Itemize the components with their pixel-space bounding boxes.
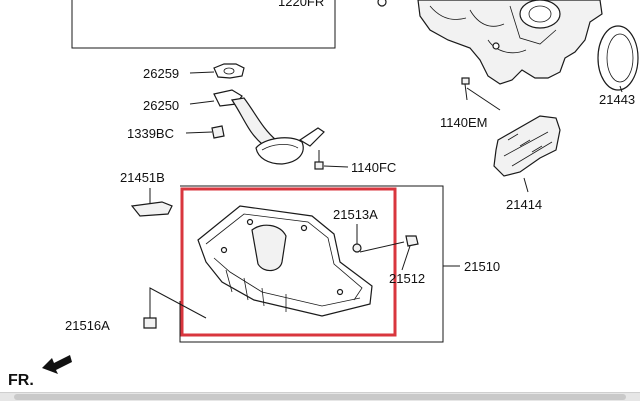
oil-pan-body [197, 205, 373, 317]
oil-pan-ribs [225, 269, 287, 312]
plug-21513a-shape [352, 243, 362, 253]
seal-inner [606, 33, 634, 83]
label-21510: 21510 [464, 259, 500, 274]
washer-21512-leader [401, 245, 411, 271]
gasket-26259: 26259 [143, 63, 245, 81]
seal-leader [619, 85, 623, 93]
washer-link-line [359, 241, 405, 253]
assembly-box-21510 [179, 185, 444, 343]
label-21443: 21443 [599, 92, 635, 107]
pan-hole-3 [300, 224, 308, 232]
label-1140em: 1140EM [440, 115, 487, 130]
bolt-1140em-head [461, 77, 470, 85]
bolt-1140fc-head [314, 161, 324, 170]
pan-hole-1 [220, 246, 228, 254]
engine-boss-inner [528, 5, 552, 23]
upper-box-outline [71, 0, 336, 49]
bolt-21516a-leader [149, 287, 207, 319]
baffle-ribs [503, 131, 553, 167]
engine-block-body [417, 0, 603, 85]
gasket-shape [213, 63, 245, 79]
bolt-1140fc: 1140FC [314, 150, 396, 175]
label-fr: FR. [8, 372, 34, 389]
label-21414: 21414 [506, 197, 542, 212]
baffle-body [493, 115, 561, 177]
gasket-hole [223, 67, 235, 75]
label-21516a: 21516A [65, 318, 110, 333]
scrollbar-thumb[interactable] [14, 394, 626, 400]
engine-hole [492, 42, 500, 50]
horizontal-scrollbar[interactable] [0, 392, 640, 401]
bolt-1339bc-head [211, 125, 225, 139]
engine-boss [519, 0, 561, 29]
bolt-1140em-shank [464, 83, 468, 101]
bolt-1140em-leader [466, 87, 501, 111]
label-1339bc: 1339BC [127, 126, 174, 141]
gasket-leader [189, 71, 215, 74]
bolt-1140fc-leader [323, 165, 349, 168]
pan-hole-4 [336, 288, 344, 296]
baffle-plate: 21414 [493, 115, 561, 212]
label-21513a: 21513A [333, 207, 378, 222]
bracket-21451b: 21451B [120, 170, 173, 217]
label-26250: 26250 [143, 98, 179, 113]
strainer-screen-detail [261, 144, 299, 151]
pan-hole-2 [246, 218, 254, 226]
strainer-pipe [230, 97, 278, 145]
bolt-21516a: 21516A [65, 287, 207, 333]
oil-strainer: 26250 [143, 89, 325, 165]
engine-block-ribs [429, 5, 557, 54]
label-21451b: 21451B [120, 170, 165, 185]
bolt-1140em: 1140EM [440, 77, 501, 130]
bolt-1339bc-leader [185, 131, 213, 134]
washer-21512-shape [405, 235, 419, 247]
strainer-leader [189, 100, 215, 105]
bolt-21516a-head [143, 317, 157, 329]
bolt-1339bc: 1339BC [127, 125, 225, 141]
label-26259: 26259 [143, 66, 179, 81]
strainer-bracket [298, 127, 325, 147]
seal-outer [597, 25, 639, 91]
oil-pan [197, 205, 373, 317]
upper-callout-box: 1220FR [71, 0, 336, 49]
label-1140fc: 1140FC [351, 160, 396, 175]
oil-pan-flange [205, 213, 363, 307]
front-arrow-icon [42, 355, 72, 374]
rear-oil-seal: 21443 [597, 25, 639, 107]
oil-pan-sump [251, 224, 287, 272]
bracket-shape [130, 201, 173, 217]
label-21512: 21512 [389, 271, 425, 286]
front-direction-indicator: FR. [8, 355, 72, 389]
engine-bolt [377, 0, 387, 7]
baffle-leader [523, 177, 529, 193]
highlight-frame [180, 187, 397, 337]
label-1220fr: 1220FR [278, 0, 324, 9]
strainer-screen [255, 137, 304, 165]
engine-block [377, 0, 603, 85]
drain-plug-21513a: 21513A [333, 207, 378, 253]
washer-21512: 21512 [359, 235, 425, 286]
